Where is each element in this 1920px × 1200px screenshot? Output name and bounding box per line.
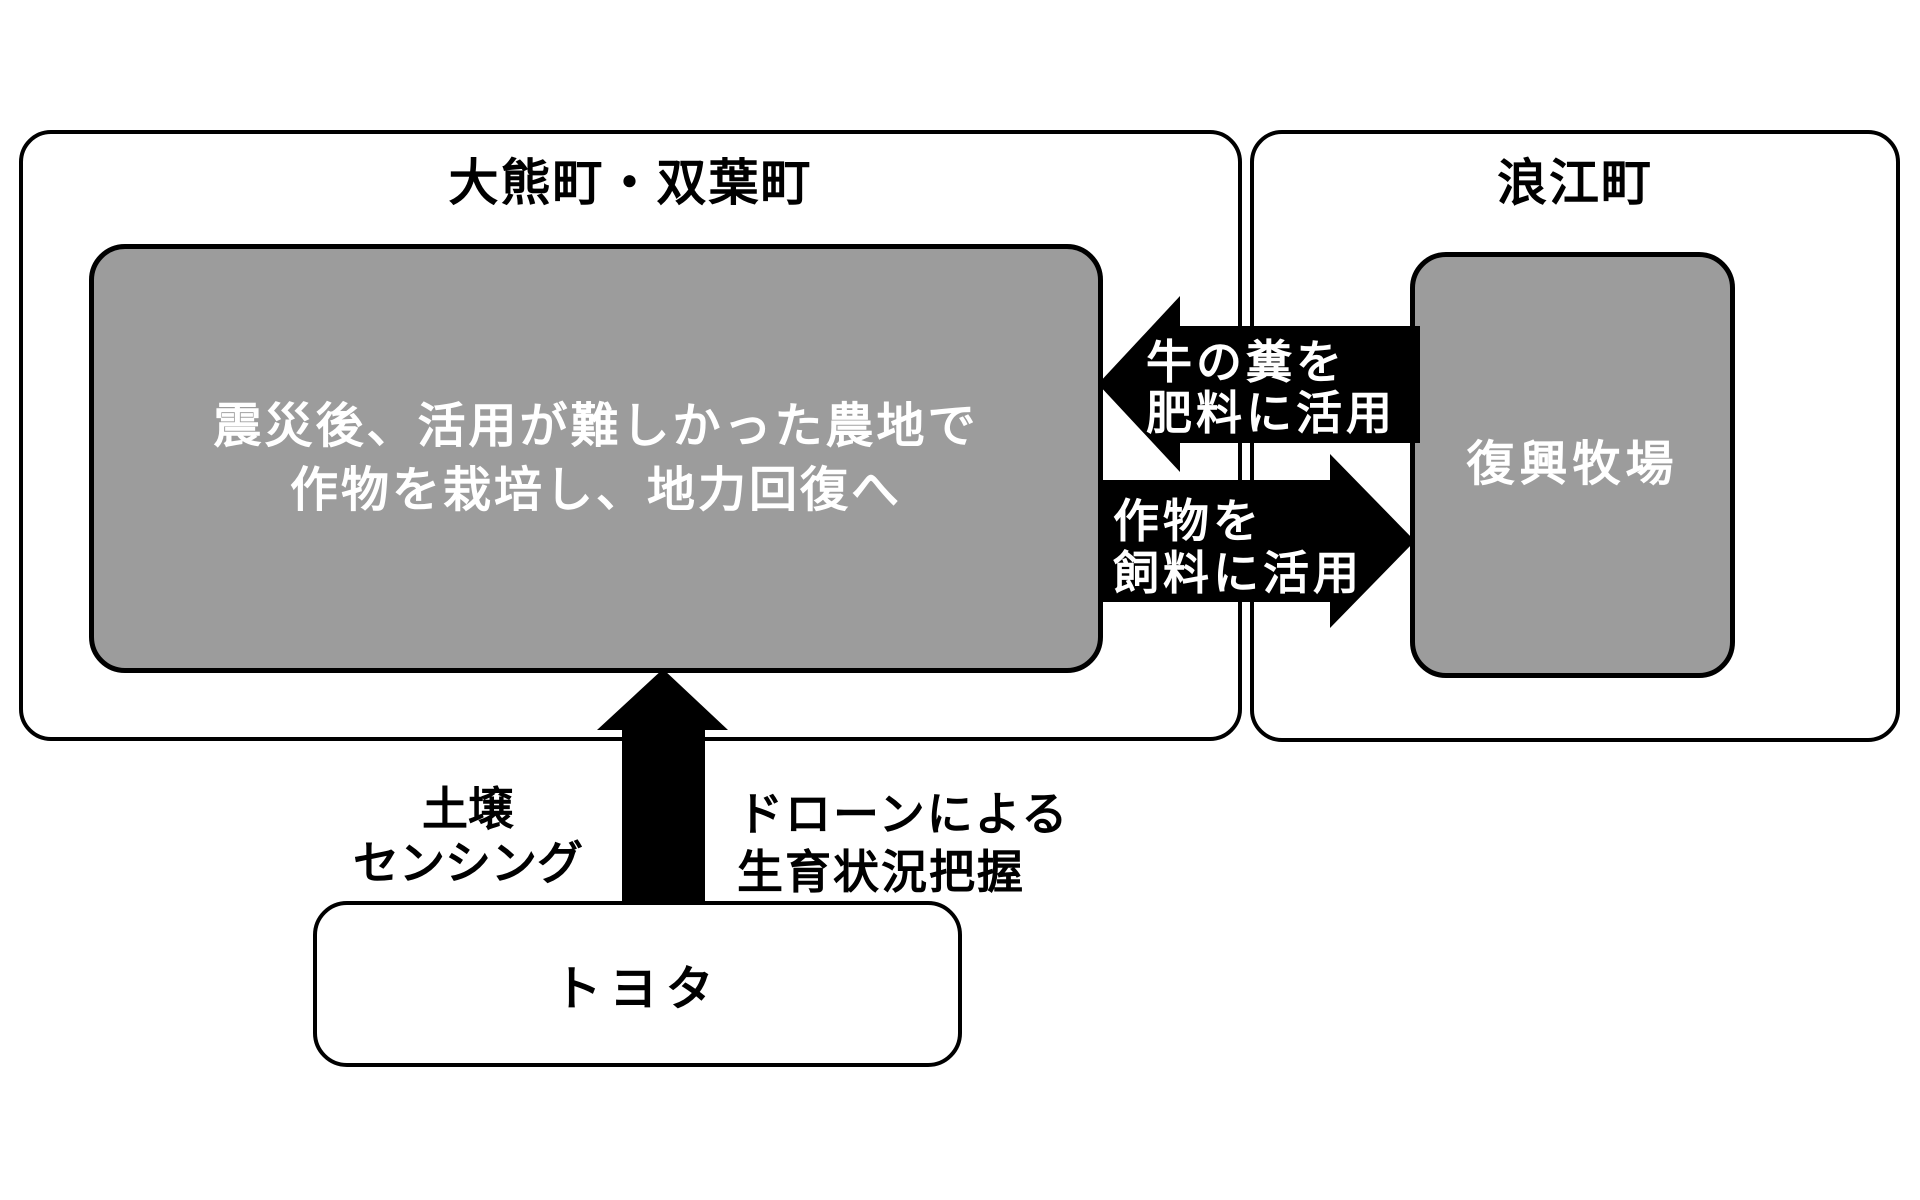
farmland-card: 震災後、活用が難しかった農地で 作物を栽培し、地力回復へ xyxy=(89,244,1103,673)
crops-arrow-right-arrowhead-icon xyxy=(1330,454,1415,628)
ranch-card: 復興牧場 xyxy=(1410,252,1735,678)
drone-monitoring-label: ドローンによる 生育状況把握 xyxy=(737,785,1069,901)
drone-monitoring-label-line1: ドローンによる xyxy=(737,788,1070,840)
manure-arrow-left-arrowhead-icon xyxy=(1098,296,1180,472)
manure-arrow-label-line1: 牛の糞を xyxy=(1146,336,1346,388)
soil-sensing-label-line2: センシング xyxy=(353,837,583,889)
manure-arrow-label-line2: 肥料に活用 xyxy=(1146,387,1396,439)
region-namie-title: 浪江町 xyxy=(1497,155,1653,211)
drone-monitoring-label-line2: 生育状況把握 xyxy=(737,846,1025,898)
support-arrow-body xyxy=(622,728,705,905)
toyota-card-label: トヨタ xyxy=(553,963,722,1016)
crops-arrow-label: 作物を 飼料に活用 xyxy=(1113,495,1363,599)
soil-sensing-label-line1: 土壌 xyxy=(422,783,514,835)
crops-arrow-label-line2: 飼料に活用 xyxy=(1113,547,1363,599)
crops-arrow-label-line1: 作物を xyxy=(1113,495,1263,547)
manure-arrow-body xyxy=(1180,326,1420,443)
support-arrow-up-arrowhead-icon xyxy=(597,669,728,730)
crops-arrow-body xyxy=(1102,480,1330,602)
region-okuma-futaba-title: 大熊町・双葉町 xyxy=(448,155,813,211)
farmland-card-text-line2: 作物を栽培し、地力回復へ xyxy=(289,463,902,517)
soil-sensing-label: 土壌 センシング xyxy=(337,782,599,890)
manure-arrow-label: 牛の糞を 肥料に活用 xyxy=(1146,337,1396,439)
ranch-card-label: 復興牧場 xyxy=(1466,438,1679,491)
farmland-card-text-line1: 震災後、活用が難しかった農地で xyxy=(213,399,979,453)
toyota-card: トヨタ xyxy=(313,901,962,1067)
